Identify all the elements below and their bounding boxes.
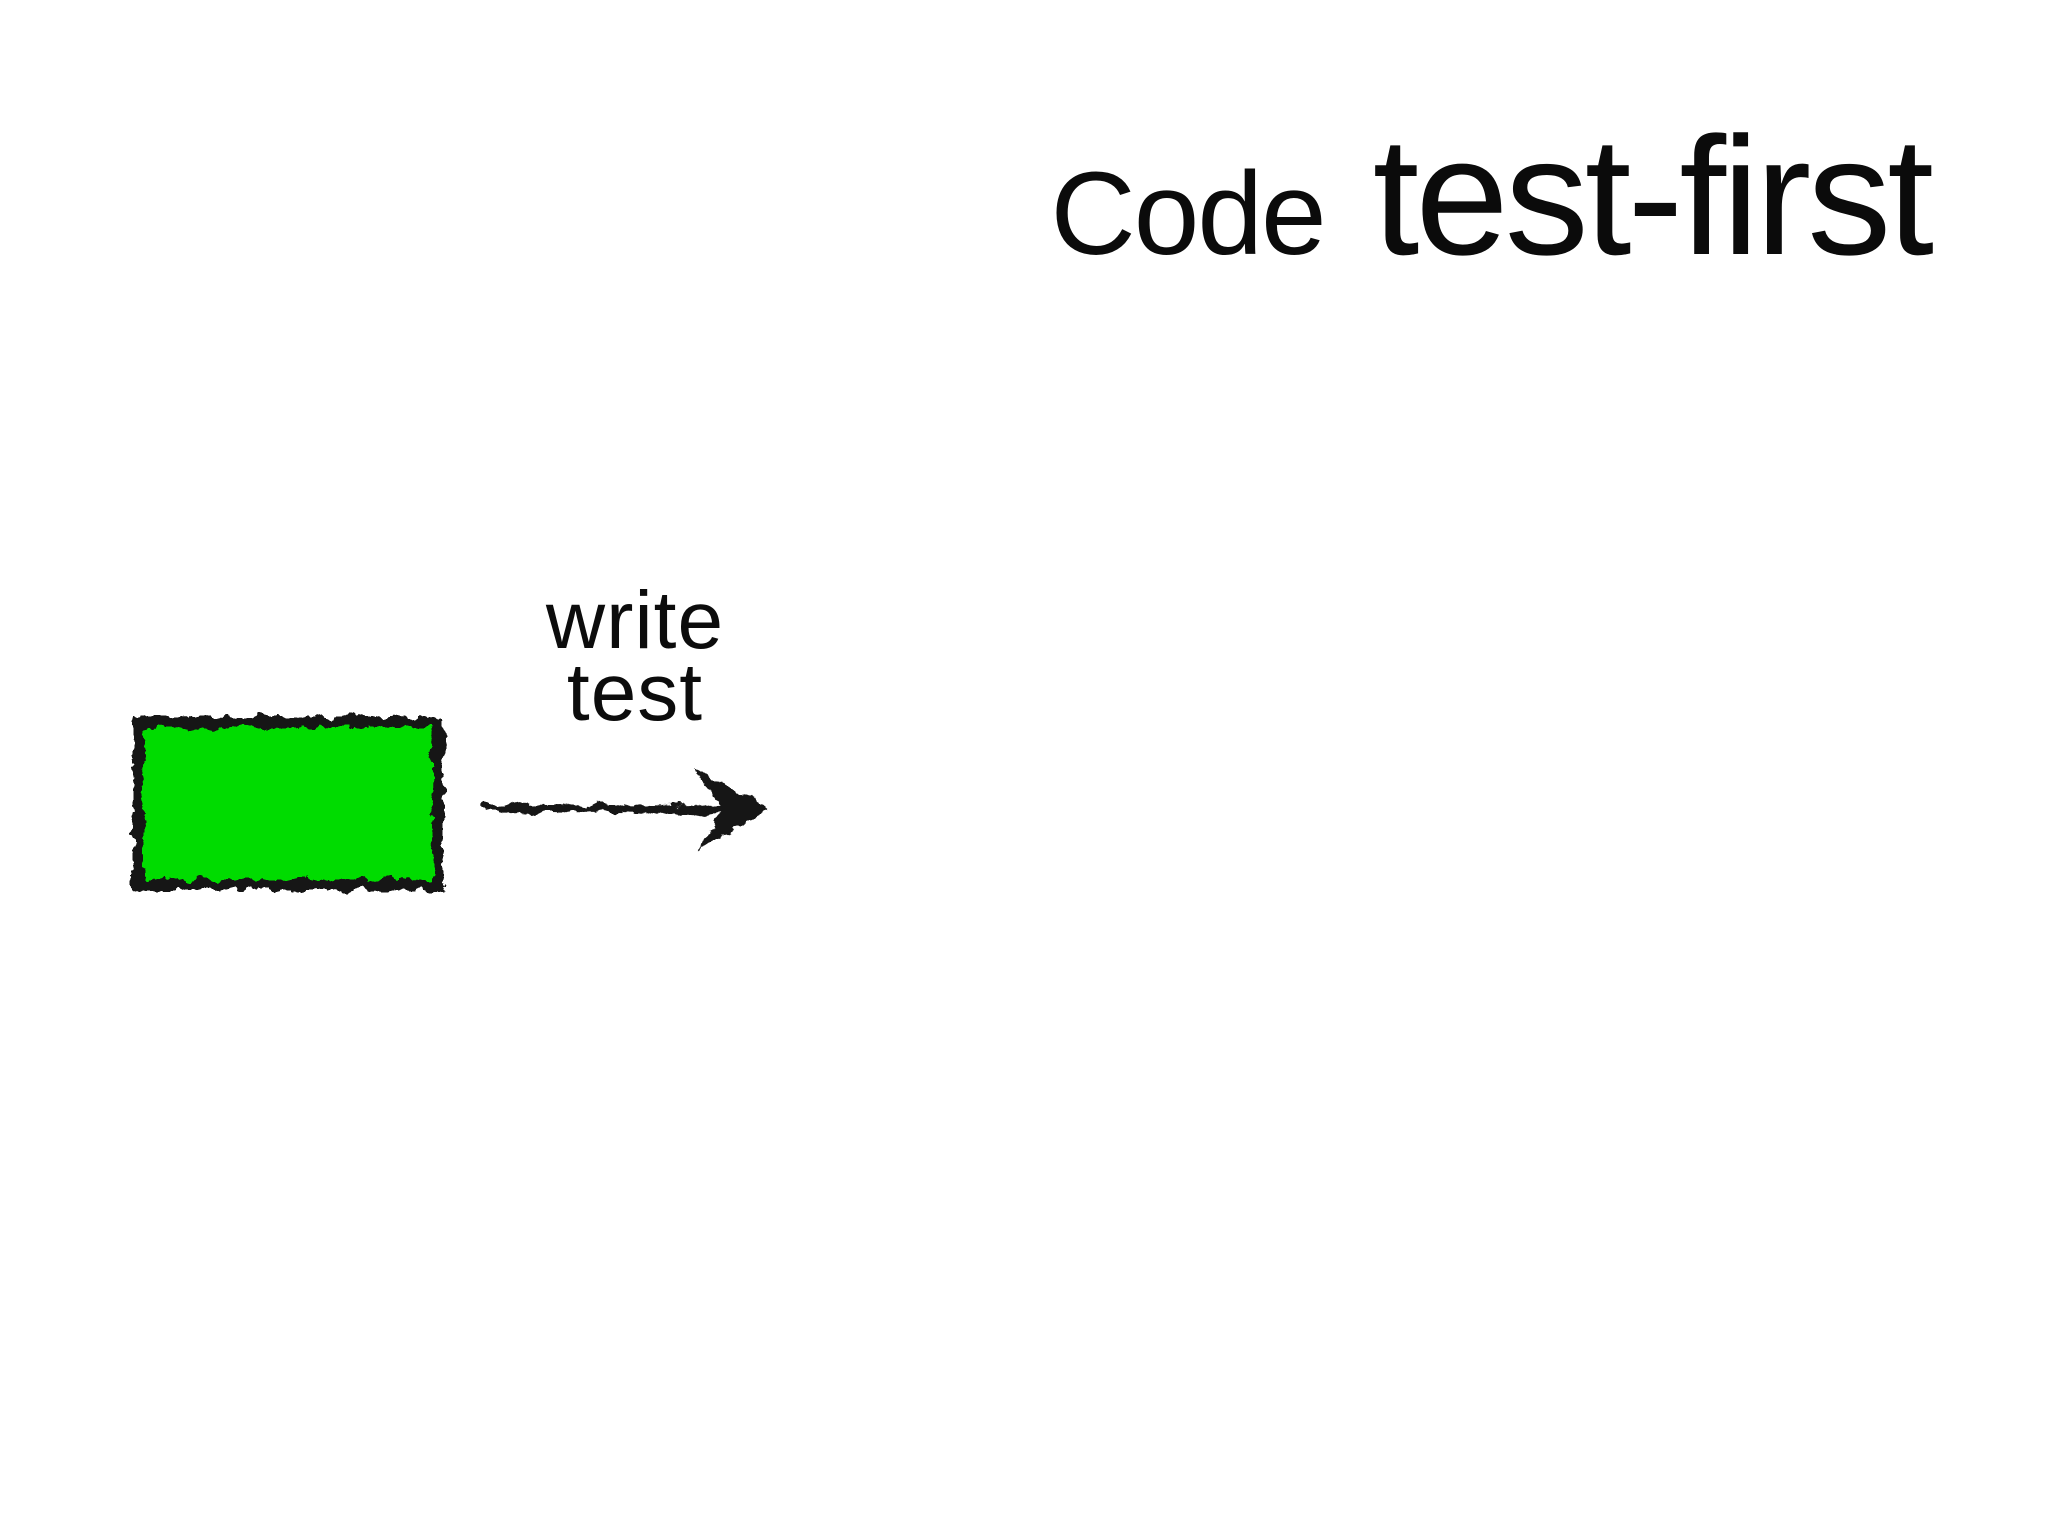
- arrow-head: [693, 768, 767, 850]
- arrow-shaft: [481, 804, 736, 814]
- arrow-label-line-2: test: [566, 647, 704, 738]
- arrow-right-icon: [481, 768, 767, 850]
- title-regular-text: Code: [1050, 148, 1327, 280]
- slide-title: Code test-first: [1050, 102, 1934, 290]
- green-state-box: [132, 716, 444, 891]
- title-emphasis-text: test-first: [1372, 102, 1934, 290]
- arrow-label-line-1: write: [545, 575, 725, 666]
- arrow-label: write test: [500, 575, 770, 738]
- green-box-rect: [132, 716, 444, 891]
